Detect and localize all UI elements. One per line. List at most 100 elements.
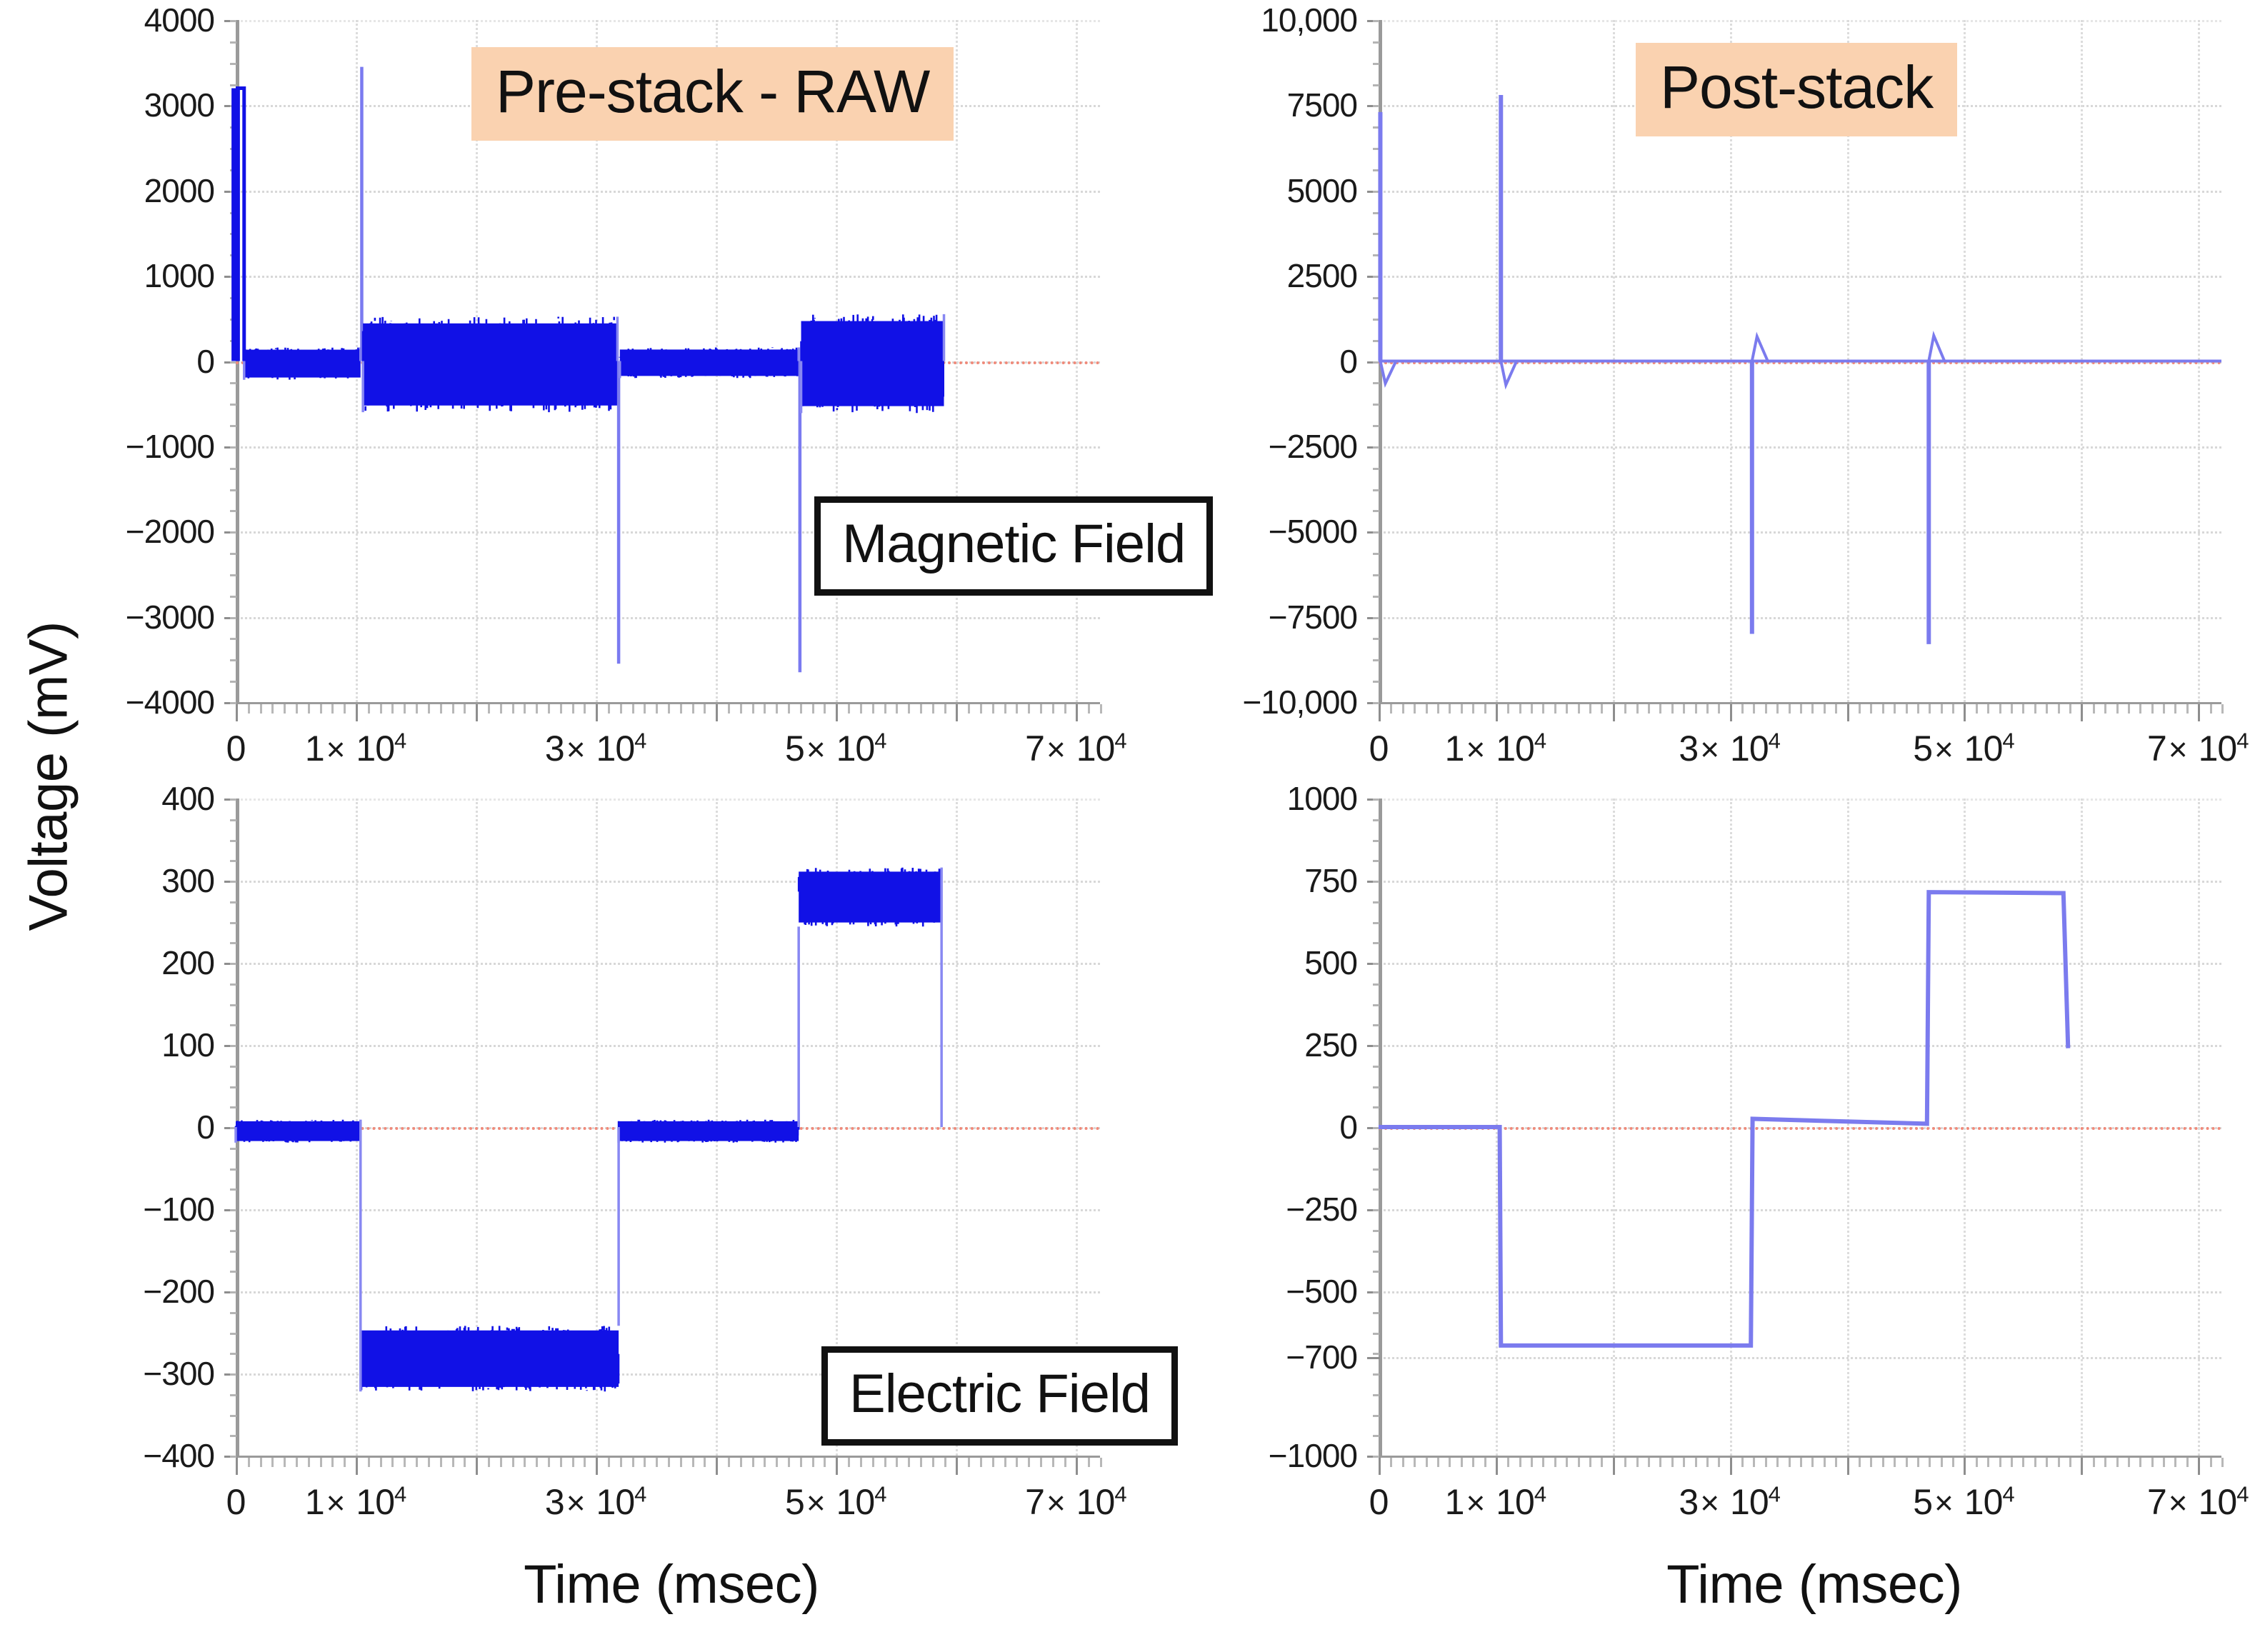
x-axis-tick — [1729, 1458, 1732, 1475]
y-axis-minor-tick — [1373, 1209, 1379, 1211]
y-axis-minor-tick — [1373, 1127, 1379, 1129]
y-axis-minor-tick — [1373, 1024, 1379, 1027]
x-axis-tick — [991, 704, 994, 714]
y-axis-minor-tick — [230, 446, 236, 449]
x-axis-tick — [2198, 1458, 2201, 1475]
x-axis-tick — [2116, 704, 2119, 714]
gridline-horizontal — [236, 446, 1100, 449]
x-axis-tick — [1975, 704, 1978, 714]
x-axis-tick — [871, 1458, 874, 1467]
x-axis-tick — [1894, 1458, 1896, 1467]
x-axis-tick-label: 0 — [1369, 729, 1389, 769]
x-axis-tick — [1589, 704, 1591, 714]
x-axis-tick — [451, 704, 454, 714]
y-axis-tick-label: 5000 — [1286, 171, 1358, 209]
x-axis-tick — [439, 1458, 442, 1467]
x-axis-tick — [1659, 1458, 1662, 1467]
x-axis-tick — [2151, 704, 2154, 714]
y-axis-minor-tick — [230, 1147, 236, 1150]
y-axis-minor-tick — [1373, 211, 1379, 214]
x-axis-tick — [776, 704, 779, 714]
x-axis-tick — [1076, 1458, 1079, 1475]
x-axis-tick — [1800, 1458, 1802, 1467]
x-axis-title-left: Time (msec) — [524, 1554, 819, 1615]
y-axis-minor-tick — [1373, 881, 1379, 883]
y-axis-minor-tick — [230, 1291, 236, 1293]
x-axis-tick — [1566, 1458, 1569, 1467]
x-axis-tick — [1472, 1458, 1475, 1467]
x-axis-tick — [2092, 704, 2095, 714]
y-axis-minor-tick — [230, 681, 236, 684]
x-axis-tick — [968, 1458, 971, 1467]
trace-path — [1927, 331, 1946, 362]
x-axis-tick — [391, 1458, 394, 1467]
y-axis-minor-tick — [1373, 20, 1379, 22]
x-axis-tick — [728, 704, 731, 714]
y-axis-minor-tick — [1373, 1353, 1379, 1356]
x-axis-tick — [2046, 704, 2049, 714]
y-axis-minor-tick — [1373, 595, 1379, 598]
gridline-horizontal — [236, 1291, 1100, 1293]
x-axis-tick — [1858, 704, 1861, 714]
y-axis-minor-tick — [1373, 62, 1379, 65]
y-axis-tick-label: −10,000 — [1242, 684, 1358, 721]
x-axis-tick — [2174, 1458, 2177, 1467]
x-axis-tick — [979, 704, 982, 714]
x-axis-tick — [1612, 704, 1615, 721]
x-axis-tick-label: 0 — [1369, 1482, 1389, 1522]
x-axis-tick — [1929, 704, 1931, 714]
x-axis-tick — [476, 704, 479, 721]
x-axis-tick — [1776, 1458, 1779, 1467]
x-axis-tick — [524, 704, 526, 714]
y-axis-tick-label: 4000 — [144, 1, 215, 39]
x-axis-tick — [824, 704, 826, 714]
x-axis-tick — [476, 1458, 479, 1475]
x-axis-tick — [2057, 704, 2060, 714]
y-axis-minor-tick — [230, 361, 236, 364]
x-axis-tick — [284, 1458, 286, 1467]
trace-path — [1379, 890, 2071, 1348]
x-axis-tick — [1004, 704, 1006, 714]
gridline-horizontal — [1379, 1357, 2221, 1359]
x-axis-tick — [1460, 704, 1463, 714]
x-axis-tick — [691, 704, 694, 714]
x-axis-tick — [1425, 704, 1428, 714]
gridline-horizontal — [236, 190, 1100, 193]
y-axis-tick-label: 500 — [1304, 944, 1358, 981]
x-axis-tick — [1870, 1458, 1873, 1467]
y-axis-tick-label: 0 — [1339, 342, 1358, 380]
x-axis-tick — [404, 704, 406, 714]
x-axis-tick — [499, 704, 502, 714]
x-axis-tick — [2011, 1458, 2013, 1467]
x-axis-tick — [1076, 704, 1079, 721]
y-axis-minor-tick — [1373, 1168, 1379, 1171]
y-axis-minor-tick — [230, 1332, 236, 1335]
x-axis-tick — [1554, 1458, 1556, 1467]
y-axis-tick-label: 7500 — [1286, 86, 1358, 124]
gridline-horizontal — [236, 616, 1100, 619]
y-axis-minor-tick — [230, 404, 236, 406]
x-axis-tick — [848, 704, 851, 714]
y-axis-minor-tick — [1373, 1414, 1379, 1417]
x-axis-tick — [1390, 704, 1393, 714]
y-axis-minor-tick — [230, 860, 236, 863]
gridline-horizontal — [1379, 1291, 2221, 1293]
x-axis-tick — [1401, 1458, 1404, 1467]
x-axis-tick — [596, 704, 599, 721]
y-axis-minor-tick — [230, 62, 236, 65]
x-axis-tick — [524, 1458, 526, 1467]
x-axis-tick — [1601, 704, 1604, 714]
y-axis-minor-tick — [230, 595, 236, 598]
signal-trace — [231, 66, 946, 673]
y-axis-minor-tick — [1373, 638, 1379, 641]
y-axis-minor-tick — [1373, 233, 1379, 236]
gridline-horizontal — [236, 1373, 1100, 1376]
x-axis-tick — [644, 1458, 646, 1467]
x-axis-tick — [356, 704, 359, 721]
y-axis-minor-tick — [230, 901, 236, 903]
x-axis-tick — [1577, 1458, 1580, 1467]
y-axis-minor-tick — [1373, 361, 1379, 364]
x-axis-tick — [1051, 1458, 1054, 1467]
